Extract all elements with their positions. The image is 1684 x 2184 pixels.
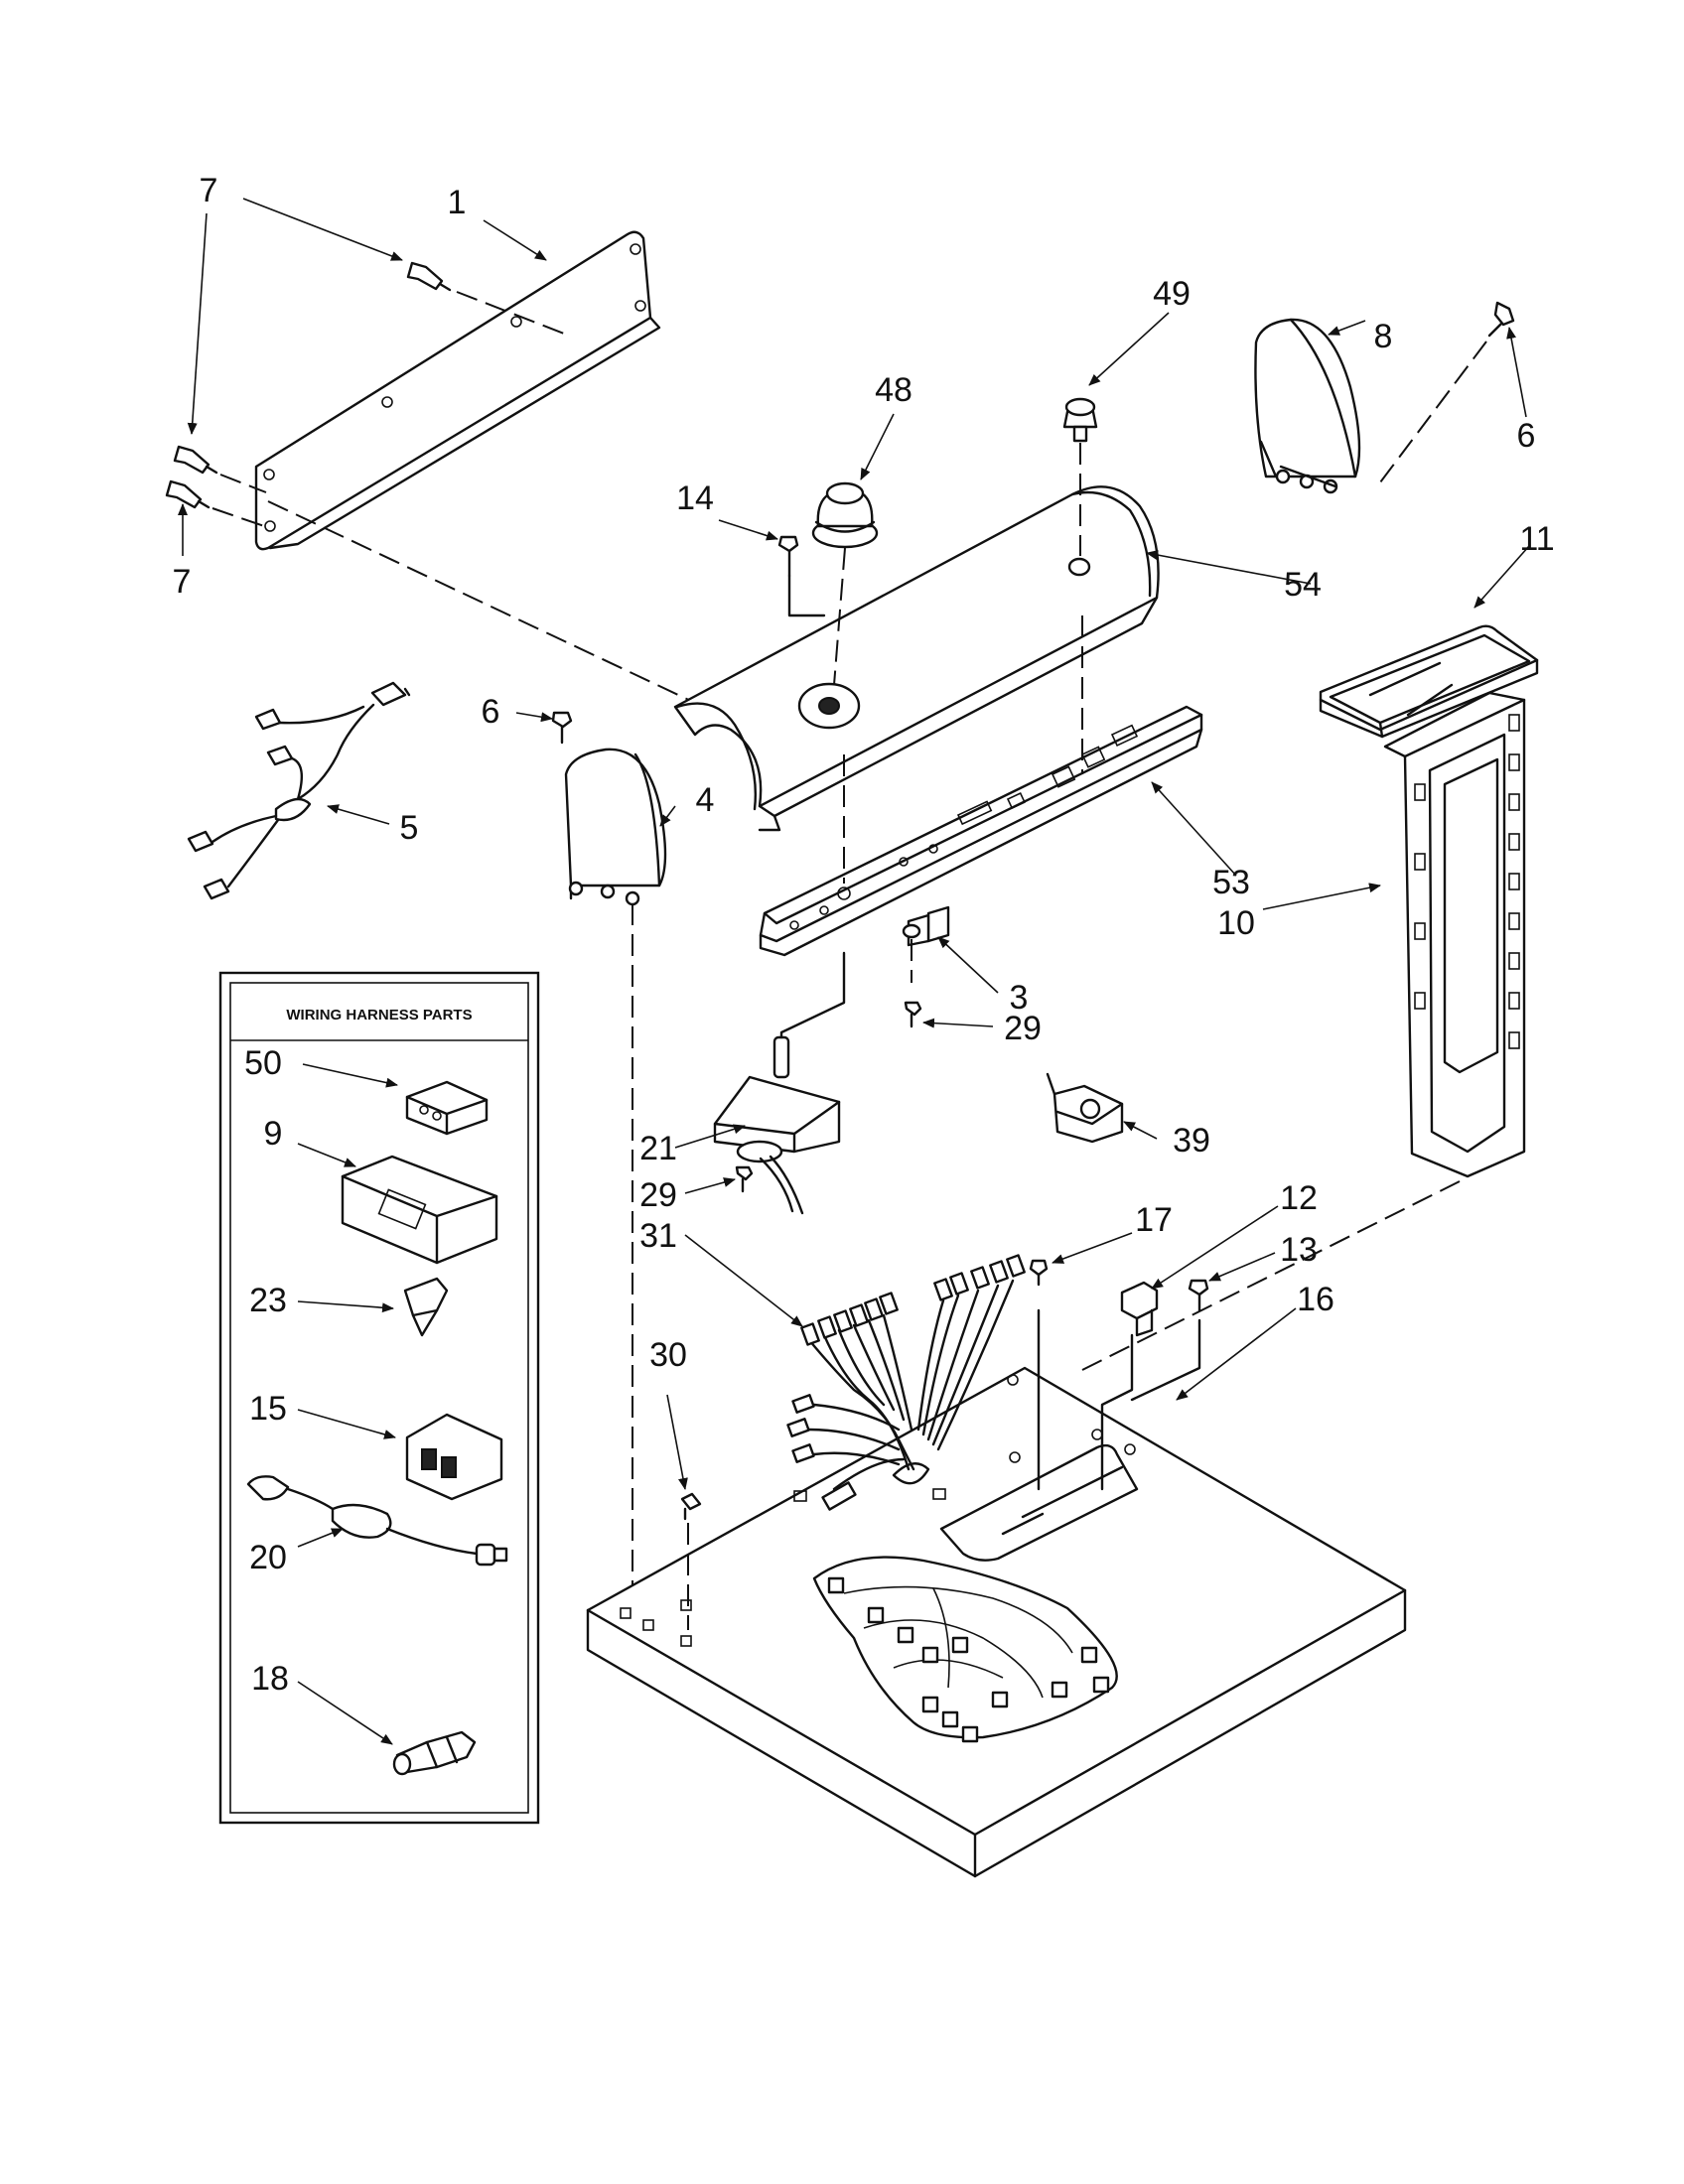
callout-16: 16	[1297, 1281, 1334, 1318]
callout-12: 12	[1280, 1179, 1318, 1217]
lint-filter-housing-part	[1081, 691, 1526, 1371]
screw-7-middle	[173, 445, 218, 475]
timer-21-part	[713, 951, 846, 1215]
screw-14	[777, 535, 826, 617]
screw-6-left	[551, 711, 573, 745]
callout-11: 11	[1519, 520, 1554, 558]
callout-23: 23	[249, 1282, 287, 1319]
clip-30-part	[680, 1492, 702, 1630]
callout-7-bottom: 7	[173, 563, 192, 601]
left-end-cap-part	[564, 748, 667, 1628]
callout-17: 17	[1135, 1201, 1173, 1239]
right-end-cap-part	[1254, 318, 1361, 494]
callout-numbers: 7 1 7 49 48 14 54 8 6 11 6 4 5 53 10 3 2…	[173, 172, 1555, 1698]
callout-6-right: 6	[1517, 417, 1536, 455]
callout-50: 50	[244, 1044, 282, 1082]
harness-31-part	[786, 1254, 1026, 1511]
switch-3-part	[902, 905, 950, 983]
screw-17	[1029, 1259, 1049, 1491]
screw-13	[1130, 1279, 1209, 1402]
callout-39: 39	[1173, 1122, 1210, 1160]
callout-7-top: 7	[200, 172, 218, 209]
callout-10: 10	[1217, 904, 1255, 942]
top-panel-part	[586, 1366, 1407, 1878]
screw-7-bottom	[165, 479, 210, 509]
callout-8: 8	[1374, 318, 1393, 355]
lint-filter-part	[1319, 624, 1539, 739]
callout-29-lower: 29	[639, 1176, 677, 1214]
clamp-12-part	[1100, 1281, 1159, 1491]
callout-48: 48	[875, 371, 912, 409]
callout-13: 13	[1280, 1231, 1318, 1269]
callout-3: 3	[1010, 979, 1029, 1017]
leader-arrows	[178, 198, 1530, 1745]
callout-54: 54	[1284, 566, 1322, 604]
screw-7-top	[406, 261, 452, 292]
control-panel-channel-part	[759, 615, 1203, 957]
callout-18: 18	[251, 1660, 289, 1698]
screw-29-lower	[735, 1165, 754, 1193]
screw-29-upper	[904, 1001, 922, 1028]
callout-20: 20	[249, 1539, 287, 1576]
screw-6-right	[1379, 301, 1515, 483]
switch-39-part	[1046, 1072, 1124, 1144]
callout-53: 53	[1212, 864, 1250, 901]
callout-31: 31	[639, 1217, 677, 1255]
callout-29-upper: 29	[1004, 1010, 1042, 1047]
selector-knob-part	[1062, 397, 1098, 556]
callout-4: 4	[696, 781, 715, 819]
console-rear-bracket-part	[254, 230, 661, 551]
harness-5-part	[187, 681, 411, 900]
callout-21: 21	[639, 1130, 677, 1167]
timer-knob-part	[811, 481, 879, 686]
callout-9: 9	[264, 1115, 283, 1153]
callout-15: 15	[249, 1390, 287, 1428]
wiring-harness-parts-inset: WIRING HARNESS PARTS	[218, 971, 540, 1825]
callout-14: 14	[676, 479, 714, 517]
inset-title: WIRING HARNESS PARTS	[286, 1007, 472, 1024]
callout-5: 5	[400, 809, 419, 847]
callout-6-left: 6	[482, 693, 500, 731]
callout-49: 49	[1153, 275, 1191, 313]
callout-30: 30	[649, 1336, 687, 1374]
callout-1: 1	[448, 184, 467, 221]
console-part	[673, 485, 1160, 832]
